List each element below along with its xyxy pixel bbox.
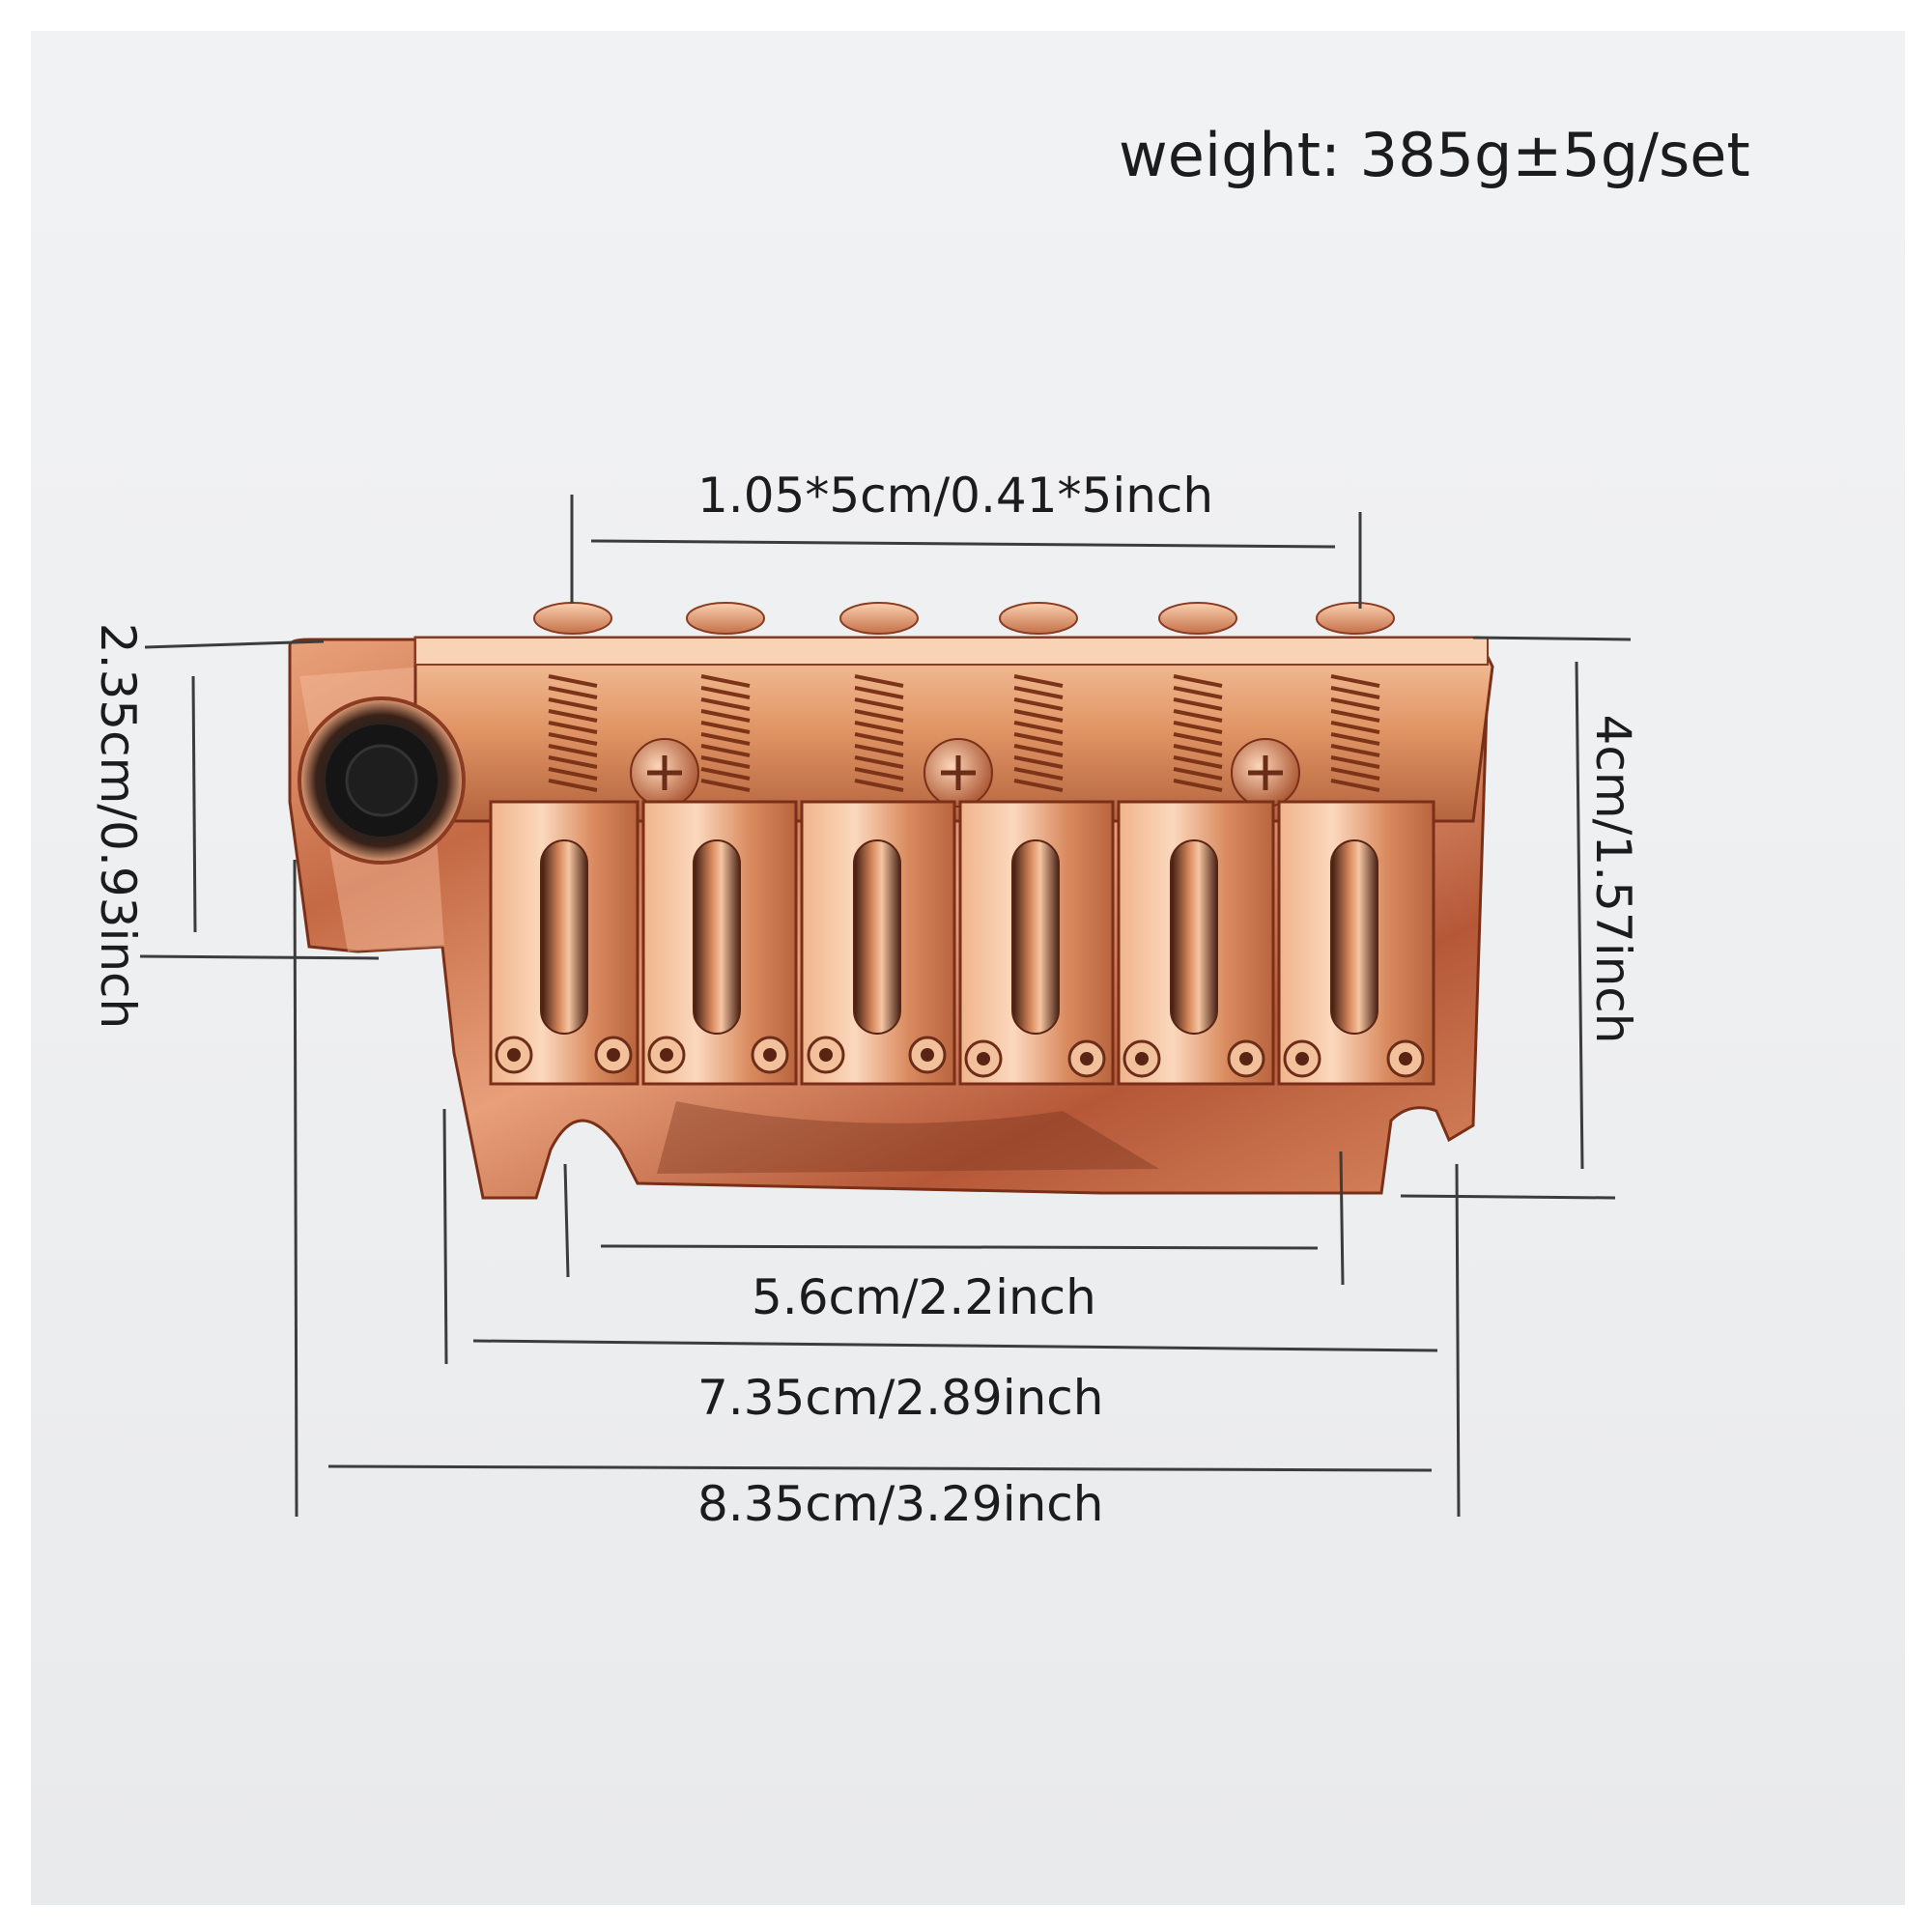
saddle-1 [489,800,639,1086]
plate-height-right-label: 4cm/1.57inch [1585,714,1641,1044]
saddle-4 [958,800,1115,1086]
saddle-2 [641,800,798,1086]
intonation-springs [548,674,1380,792]
inner-width-label: 7.35cm/2.89inch [697,1370,1104,1426]
saddle-spacing-label: 1.05*5cm/0.41*5inch [697,468,1214,524]
pin-spacing-label: 5.6cm/2.2inch [752,1269,1096,1325]
plate-height-left-label: 2.35cm/0.93inch [90,622,146,1030]
intonation-screw-caps [533,602,1395,635]
dimension-lines [139,495,1632,1518]
jack-ferrule [298,696,466,865]
saddle-5 [1117,800,1275,1086]
outer-width-label: 8.35cm/3.29inch [697,1476,1104,1532]
saddle-6 [1277,800,1435,1086]
saddles [489,800,1435,1086]
saddle-3 [800,800,956,1086]
weight-label: weight: 385g±5g/set [1119,120,1750,190]
